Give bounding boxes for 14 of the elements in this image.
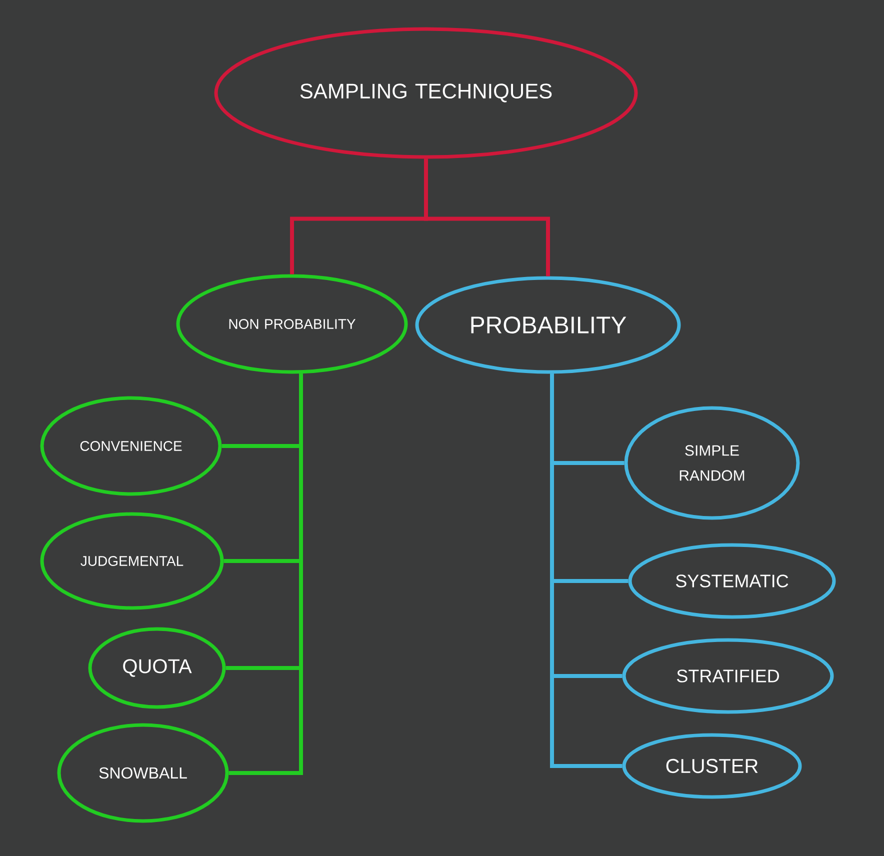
ellipse-node: CONVENIENCE xyxy=(40,396,222,496)
ellipse-node: QUOTA xyxy=(88,627,226,709)
ellipse-node: SIMPLE RANDOM xyxy=(624,406,800,520)
ellipse-node: NON PROBABILITY xyxy=(176,274,408,374)
ellipse-node: STRATIFIED xyxy=(622,638,834,714)
ellipse-node: CLUSTER xyxy=(622,733,802,799)
ellipse-node: PROBABILITY xyxy=(415,276,681,374)
connector-line xyxy=(424,158,550,276)
ellipse-node: SAMPLING TECHNIQUES xyxy=(214,27,638,159)
ellipse-node: SYSTEMATIC xyxy=(628,543,836,619)
ellipse-node: SNOWBALL xyxy=(57,723,229,823)
ellipse-node: JUDGEMENTAL xyxy=(40,512,224,610)
connector-line xyxy=(228,374,303,775)
connector-line xyxy=(550,374,622,768)
